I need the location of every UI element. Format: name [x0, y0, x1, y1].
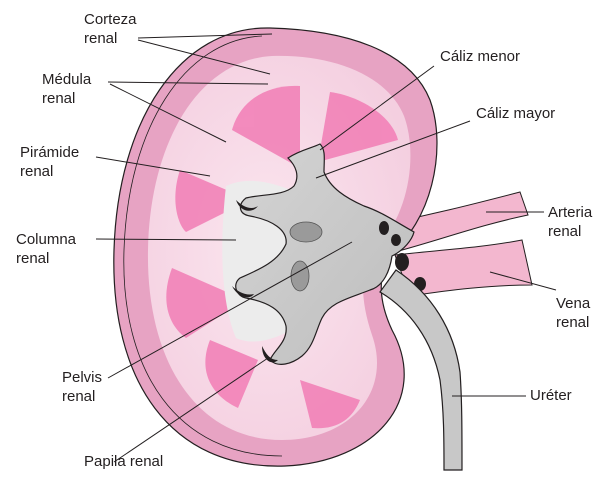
label-arteria-renal: Arteria renal — [548, 203, 592, 241]
label-line: renal — [556, 313, 590, 332]
label-line: renal — [548, 222, 592, 241]
label-line: Vena — [556, 294, 590, 313]
label-line: Columna — [16, 230, 76, 249]
label-line: renal — [20, 162, 79, 181]
label-caliz-menor: Cáliz menor — [440, 47, 520, 66]
label-line: Corteza — [84, 10, 137, 29]
label-pelvis-renal: Pelvis renal — [62, 368, 102, 406]
label-ureter: Uréter — [530, 386, 572, 405]
label-vena-renal: Vena renal — [556, 294, 590, 332]
label-line: Médula — [42, 70, 91, 89]
label-columna-renal: Columna renal — [16, 230, 76, 268]
label-papila-renal: Papila renal — [84, 452, 163, 471]
label-medula-renal: Médula renal — [42, 70, 91, 108]
label-line: renal — [42, 89, 91, 108]
label-line: Arteria — [548, 203, 592, 222]
label-line: renal — [62, 387, 102, 406]
label-corteza-renal: Corteza renal — [84, 10, 137, 48]
label-piramide-renal: Pirámide renal — [20, 143, 79, 181]
label-caliz-mayor: Cáliz mayor — [476, 104, 555, 123]
label-line: Pelvis — [62, 368, 102, 387]
label-line: Pirámide — [20, 143, 79, 162]
label-line: renal — [84, 29, 137, 48]
label-line: renal — [16, 249, 76, 268]
